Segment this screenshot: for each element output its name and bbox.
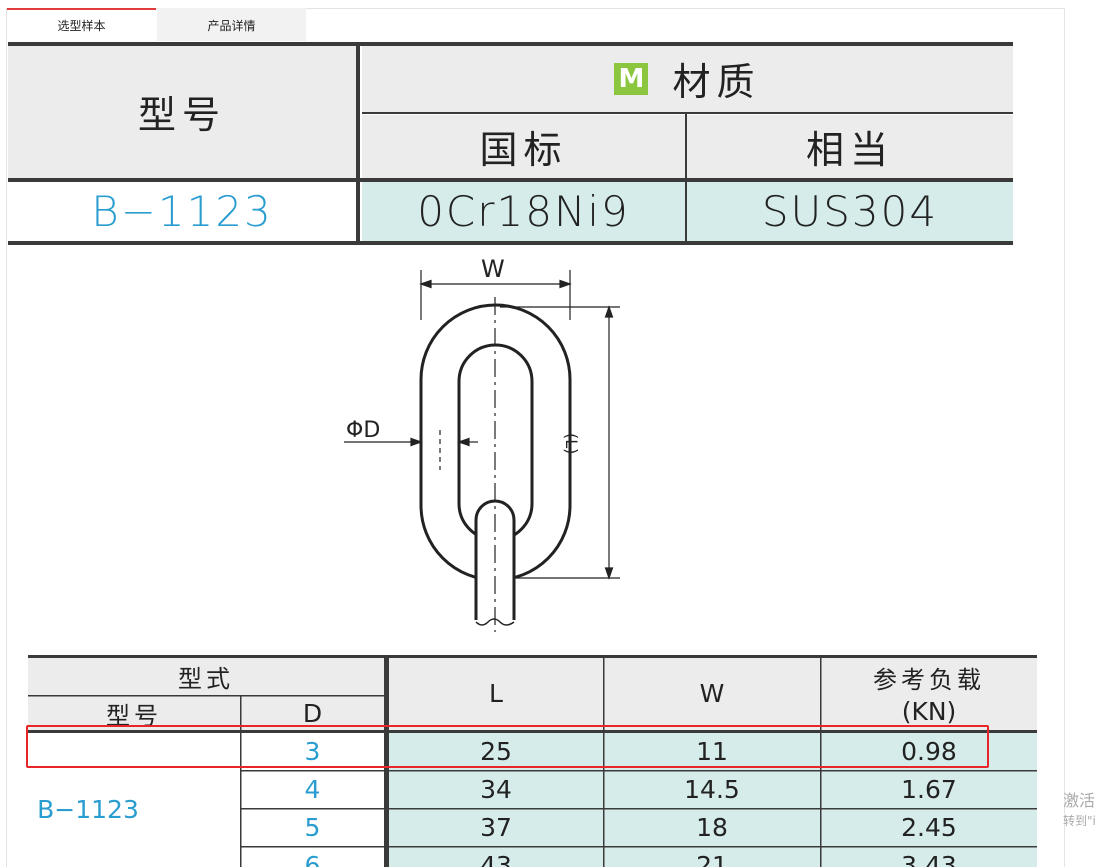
standard-header: 国标 bbox=[479, 127, 568, 172]
row-l: 43 bbox=[480, 851, 512, 867]
row-d: 4 bbox=[304, 775, 321, 804]
equivalent-value: SUS304 bbox=[761, 187, 939, 236]
row-w: 18 bbox=[696, 813, 728, 842]
header-w: W bbox=[699, 679, 725, 708]
header-load-line1: 参考负载 bbox=[873, 665, 985, 694]
watermark-line2: 转到"i bbox=[1063, 814, 1096, 828]
length-label: (L) bbox=[562, 433, 581, 455]
tab-selection-sample[interactable]: 选型样本 bbox=[7, 8, 156, 41]
row-load: 1.67 bbox=[901, 775, 957, 804]
row-d: 6 bbox=[304, 851, 321, 867]
row-l: 25 bbox=[480, 737, 512, 766]
row-load: 3.43 bbox=[901, 851, 957, 867]
tab-selection-sample-label: 选型样本 bbox=[57, 19, 106, 33]
material-header: M 材质 bbox=[362, 45, 1013, 112]
standard-value: 0Cr18Ni9 bbox=[417, 187, 630, 236]
page-frame-left bbox=[6, 8, 7, 867]
row-d: 5 bbox=[304, 813, 321, 842]
material-table-vertical-divider bbox=[356, 45, 360, 241]
tab-product-details-label: 产品详情 bbox=[207, 19, 256, 33]
material-header-label: 材质 bbox=[672, 60, 761, 104]
row-d: 3 bbox=[304, 737, 321, 766]
row-w: 21 bbox=[696, 851, 728, 867]
row-w: 11 bbox=[696, 737, 728, 766]
header-load-line2: (KN) bbox=[901, 696, 957, 726]
material-table-bottom-rule bbox=[8, 241, 1013, 245]
header-group: 型式 bbox=[178, 664, 234, 693]
row-highlight-box bbox=[26, 725, 989, 768]
material-badge: M bbox=[614, 62, 649, 95]
model-header: 型号 bbox=[137, 93, 226, 137]
row-l: 37 bbox=[480, 813, 512, 842]
header-model: 型号 bbox=[106, 701, 162, 730]
watermark-line1: 激活 bbox=[1063, 791, 1096, 810]
tab-product-details[interactable]: 产品详情 bbox=[157, 8, 306, 41]
model-value: B−1123 bbox=[91, 187, 273, 236]
equivalent-header: 相当 bbox=[805, 127, 894, 172]
row-load: 2.45 bbox=[901, 813, 957, 842]
lower-link bbox=[474, 499, 516, 620]
row-load: 0.98 bbox=[901, 737, 957, 766]
row-l: 34 bbox=[480, 775, 512, 804]
break-mark bbox=[475, 618, 515, 626]
dimension-model-value: B−1123 bbox=[37, 794, 139, 824]
page-frame-right bbox=[1064, 8, 1065, 867]
l-dimension bbox=[500, 305, 620, 580]
header-l: L bbox=[489, 679, 503, 708]
row-w: 14.5 bbox=[684, 775, 740, 804]
diameter-symbol: ΦD bbox=[346, 418, 381, 443]
chain-link-outline bbox=[419, 303, 572, 582]
diameter-label: ΦD bbox=[346, 418, 380, 443]
page-frame-top bbox=[6, 8, 1065, 9]
header-d: D bbox=[302, 698, 323, 728]
width-label: W bbox=[481, 255, 505, 283]
